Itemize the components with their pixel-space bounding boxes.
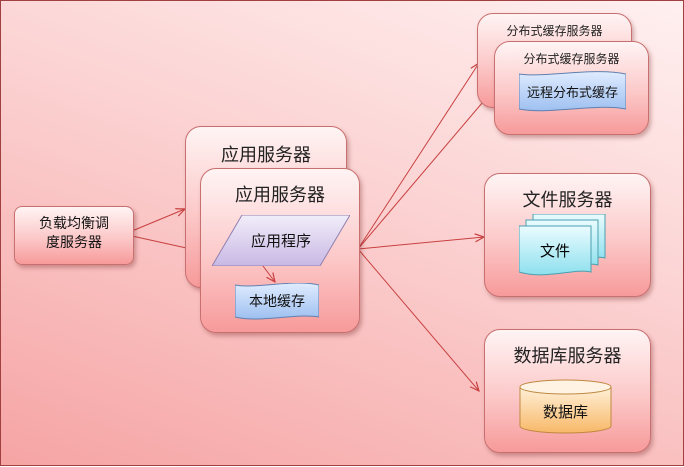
database-cylinder: 数据库 [519,379,612,435]
dist-cache-front-title: 分布式缓存服务器 [523,52,620,66]
local-cache-label: 本地缓存 [249,294,305,310]
app-program-label: 应用程序 [250,232,311,250]
arrow-app-to-file [357,237,484,250]
arrow-lb-to-app1 [131,209,185,232]
remote-cache-shape: 远程分布式缓存 [519,71,626,113]
load-balancer-box: 负载均衡调 度服务器 [14,206,134,265]
lb-label-1: 负载均衡调 [39,216,109,232]
arrow-app-to-cache1 [357,63,479,250]
lb-label-2: 度服务器 [46,235,102,251]
file-docs-shape: 文件 [519,214,607,280]
arrow-app-to-db [357,248,479,391]
db-server-title: 数据库服务器 [513,346,622,367]
app-server-back-title: 应用服务器 [221,145,311,166]
db-label: 数据库 [542,403,588,421]
app-program-shape: 应用程序 [212,215,350,266]
arrow-app-to-cache2 [357,89,494,250]
app-server-front-title: 应用服务器 [235,185,325,206]
file-server-title: 文件服务器 [522,190,613,211]
file-label: 文件 [539,242,570,260]
remote-cache-label: 远程分布式缓存 [526,86,618,101]
local-cache-shape: 本地缓存 [235,283,319,321]
dist-cache-back-title: 分布式缓存服务器 [506,24,603,38]
